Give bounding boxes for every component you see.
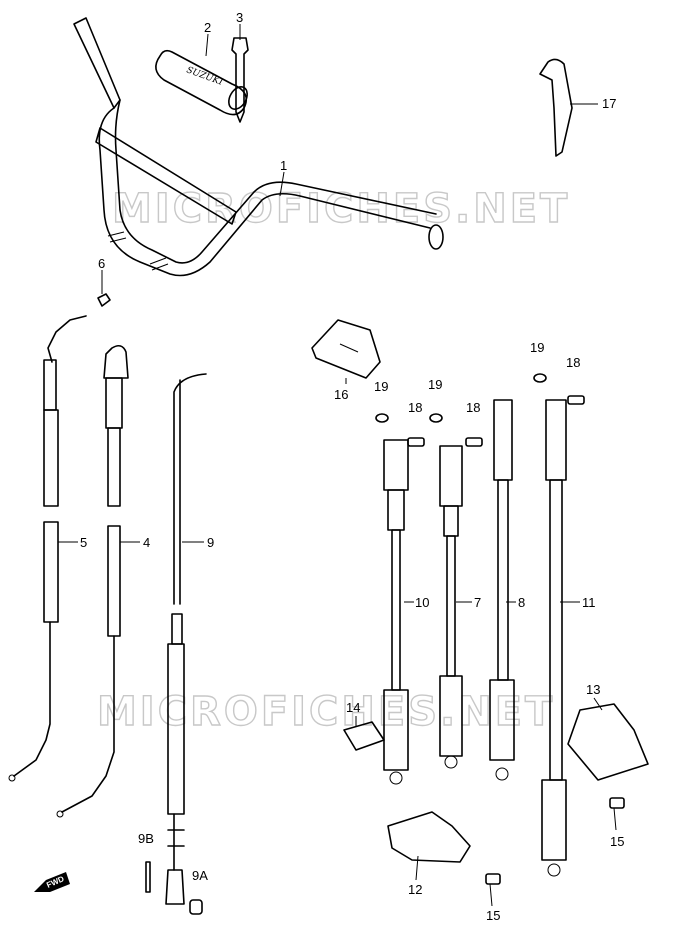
label-part-9: 9 (207, 535, 214, 550)
washer-19a-part[interactable] (375, 413, 389, 423)
nut-part[interactable] (97, 293, 111, 307)
label-part-19a: 19 (374, 379, 388, 394)
bracket-16-part[interactable] (311, 319, 381, 379)
label-part-12: 12 (408, 882, 422, 897)
label-part-18a: 18 (408, 400, 422, 415)
label-part-4: 4 (143, 535, 150, 550)
cable-end-9a-part[interactable] (189, 899, 203, 915)
cable-pin-9b-part[interactable] (145, 861, 151, 893)
watermark-bottom: MICROFICHES.NET (97, 689, 555, 735)
label-part-19b: 19 (428, 377, 442, 392)
choke-cable-part[interactable] (165, 373, 207, 905)
label-part-17: 17 (602, 96, 616, 111)
leader-lines (58, 24, 617, 907)
screw-part[interactable] (231, 37, 249, 123)
label-part-6: 6 (98, 256, 105, 271)
label-part-7: 7 (474, 595, 481, 610)
throttle-cable-2-part[interactable] (56, 344, 129, 818)
label-part-16: 16 (334, 387, 348, 402)
label-part-3: 3 (236, 10, 243, 25)
label-part-5: 5 (80, 535, 87, 550)
label-part-13: 13 (586, 682, 600, 697)
handlebar-part[interactable] (73, 17, 444, 277)
cable-7-part[interactable] (439, 445, 463, 769)
label-part-15b: 15 (610, 834, 624, 849)
bolt-18a-part[interactable] (407, 437, 425, 447)
label-part-8: 8 (518, 595, 525, 610)
label-part-15a: 15 (486, 908, 500, 923)
cable-10-part[interactable] (383, 439, 409, 785)
bolt-18b-part[interactable] (465, 437, 483, 447)
fwd-arrow-icon: FWD (34, 872, 70, 892)
bolt-18c-part[interactable] (567, 395, 585, 405)
bracket-13-part[interactable] (567, 703, 649, 781)
bolt-15a-part[interactable] (485, 873, 501, 885)
label-part-9b: 9B (138, 831, 154, 846)
label-part-11: 11 (582, 595, 596, 610)
label-part-18c: 18 (566, 355, 580, 370)
throttle-cable-part[interactable] (8, 315, 87, 782)
cable-11-part[interactable] (541, 399, 567, 877)
label-part-10: 10 (415, 595, 429, 610)
label-part-19c: 19 (530, 340, 544, 355)
label-part-14: 14 (346, 700, 360, 715)
label-part-18b: 18 (466, 400, 480, 415)
washer-19b-part[interactable] (429, 413, 443, 423)
washer-19c-part[interactable] (533, 373, 547, 383)
cable-8-part[interactable] (489, 399, 515, 781)
label-part-2: 2 (204, 20, 211, 35)
wrench-part[interactable] (539, 58, 573, 157)
bolt-15b-part[interactable] (609, 797, 625, 809)
label-part-9a: 9A (192, 868, 208, 883)
clip-14-part[interactable] (343, 721, 385, 751)
label-part-1: 1 (280, 158, 287, 173)
bracket-12-part[interactable] (387, 811, 471, 863)
